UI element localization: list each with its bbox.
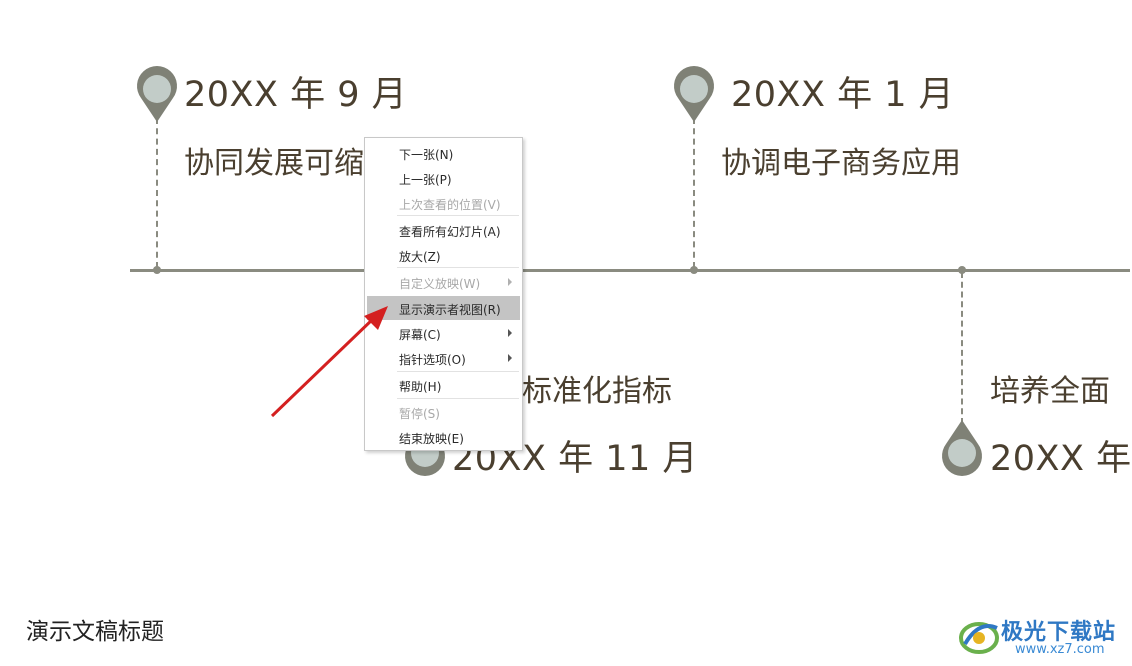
menu-item-previous[interactable]: 上一张(P) xyxy=(367,166,520,190)
watermark-url: www.xz7.com xyxy=(1015,642,1105,657)
menu-item-view-all-slides[interactable]: 查看所有幻灯片(A) xyxy=(367,218,520,242)
watermark-name: 极光下载站 xyxy=(1001,620,1117,645)
connector-line xyxy=(961,272,963,424)
watermark: 极光下载站 www.xz7.com xyxy=(953,612,1117,664)
event-date: 20XX 年 1 月 xyxy=(731,75,955,115)
timeline-axis xyxy=(130,269,1130,272)
menu-item-pause: 暂停(S) xyxy=(367,400,520,424)
menu-separator xyxy=(397,398,519,399)
menu-item-label: 指针选项(O) xyxy=(399,353,466,367)
axis-dot xyxy=(153,266,161,274)
chevron-right-icon xyxy=(508,354,512,362)
map-pin-icon xyxy=(941,418,983,476)
menu-item-label: 下一张(N) xyxy=(399,148,454,162)
menu-item-end-show[interactable]: 结束放映(E) xyxy=(367,425,520,449)
menu-item-label: 帮助(H) xyxy=(399,380,442,394)
menu-item-label: 自定义放映(W) xyxy=(399,277,481,291)
menu-item-zoom[interactable]: 放大(Z) xyxy=(367,243,520,267)
map-pin-icon xyxy=(673,66,715,124)
menu-separator xyxy=(397,371,519,372)
connector-line xyxy=(156,118,158,268)
menu-item-label: 结束放映(E) xyxy=(399,432,464,446)
axis-dot xyxy=(690,266,698,274)
menu-item-label: 上次查看的位置(V) xyxy=(399,198,501,212)
chevron-right-icon xyxy=(508,278,512,286)
menu-item-help[interactable]: 帮助(H) xyxy=(367,373,520,397)
menu-item-next[interactable]: 下一张(N) xyxy=(367,141,520,165)
menu-item-label: 上一张(P) xyxy=(399,173,452,187)
red-arrow-icon xyxy=(262,300,392,428)
menu-item-custom-show: 自定义放映(W) xyxy=(367,270,520,294)
event-date: 20XX 年 xyxy=(990,439,1132,479)
menu-item-pointer-options[interactable]: 指针选项(O) xyxy=(367,346,520,370)
map-pin-icon xyxy=(136,66,178,124)
event-description: 培养全面 xyxy=(990,374,1110,409)
connector-line xyxy=(693,118,695,268)
axis-dot xyxy=(958,266,966,274)
menu-item-label: 暂停(S) xyxy=(399,407,440,421)
menu-separator xyxy=(397,215,519,216)
menu-item-label: 查看所有幻灯片(A) xyxy=(399,225,501,239)
menu-item-label: 屏幕(C) xyxy=(399,328,441,342)
jiguang-logo-icon xyxy=(957,614,1001,664)
menu-item-label: 放大(Z) xyxy=(399,250,441,264)
menu-item-last-viewed: 上次查看的位置(V) xyxy=(367,191,520,215)
event-date: 20XX 年 9 月 xyxy=(184,75,408,115)
menu-item-presenter-view[interactable]: 显示演示者视图(R) xyxy=(367,296,520,320)
presentation-title: 演示文稿标题 xyxy=(26,619,164,645)
menu-item-label: 显示演示者视图(R) xyxy=(399,303,501,317)
chevron-right-icon xyxy=(508,329,512,337)
menu-separator xyxy=(397,267,519,268)
event-description: 协调电子商务应用 xyxy=(721,146,961,181)
context-menu[interactable]: 下一张(N) 上一张(P) 上次查看的位置(V) 查看所有幻灯片(A) 放大(Z… xyxy=(364,137,523,451)
menu-item-screen[interactable]: 屏幕(C) xyxy=(367,321,520,345)
